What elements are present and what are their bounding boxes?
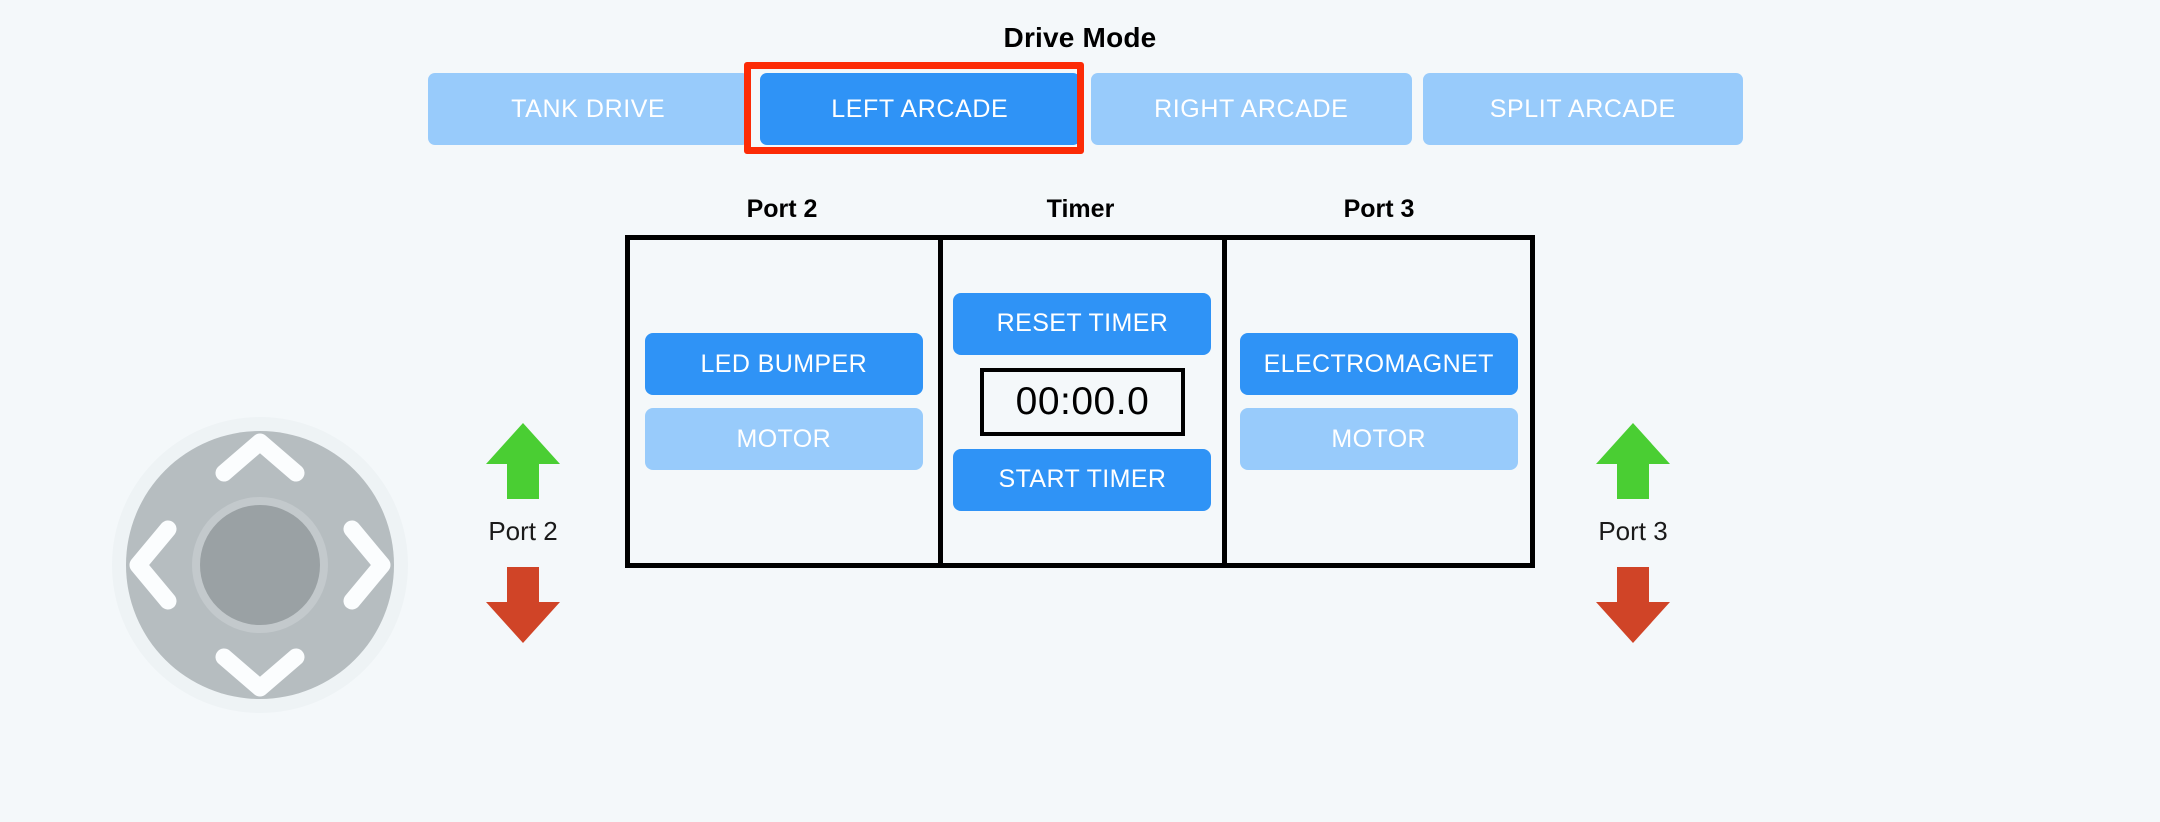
dpad-down-chevron [215,648,305,697]
arrow-up-icon [1596,423,1670,499]
panel-heading-timer: Timer [1046,195,1115,223]
arrow-down-icon [1596,567,1670,643]
panel-port2: LED BUMPER MOTOR [630,240,938,563]
start-timer-button[interactable]: START TIMER [953,448,1212,511]
panel-group: LED BUMPER MOTOR RESET TIMER 00:00.0 STA… [625,235,1535,568]
port3-electromagnet-button[interactable]: ELECTROMAGNET [1239,333,1518,395]
port3-label: Port 3 [1598,516,1668,546]
drive-mode-split-arcade[interactable]: SPLIT ARCADE [1422,73,1743,145]
drive-mode-right-arcade[interactable]: RIGHT ARCADE [1091,73,1412,145]
dpad-control[interactable] [110,415,410,715]
drive-mode-selector: TANK DRIVE LEFT ARCADE RIGHT ARCADE SPLI… [428,73,1743,145]
port2-label: Port 2 [488,516,558,546]
drive-mode-tank-drive[interactable]: TANK DRIVE [428,73,749,145]
arrow-up-icon [486,423,560,499]
port3-motor-button[interactable]: MOTOR [1239,408,1518,470]
panel-heading-port2: Port 2 [746,195,818,223]
port3-up-button[interactable] [1594,420,1672,502]
port2-arrow-controls: Port 2 [463,420,583,646]
port2-down-button[interactable] [484,564,562,646]
dpad-right-chevron [343,520,391,610]
dpad-icon [112,417,408,713]
arrow-down-icon [486,567,560,643]
panel-timer: RESET TIMER 00:00.0 START TIMER [937,240,1223,563]
dpad-left-chevron [129,520,177,610]
dpad-up-chevron [215,433,305,482]
port3-down-button[interactable] [1594,564,1672,646]
reset-timer-button[interactable]: RESET TIMER [953,292,1212,355]
timer-display: 00:00.0 [979,367,1185,436]
port2-motor-button[interactable]: MOTOR [644,408,923,470]
port2-led-bumper-button[interactable]: LED BUMPER [644,333,923,395]
drive-mode-left-arcade[interactable]: LEFT ARCADE [759,73,1080,145]
panel-heading-port3: Port 3 [1343,195,1415,223]
port3-arrow-controls: Port 3 [1573,420,1693,646]
panel-port3: ELECTROMAGNET MOTOR [1222,240,1530,563]
port2-up-button[interactable] [484,420,562,502]
page-title: Drive Mode [1003,22,1157,53]
